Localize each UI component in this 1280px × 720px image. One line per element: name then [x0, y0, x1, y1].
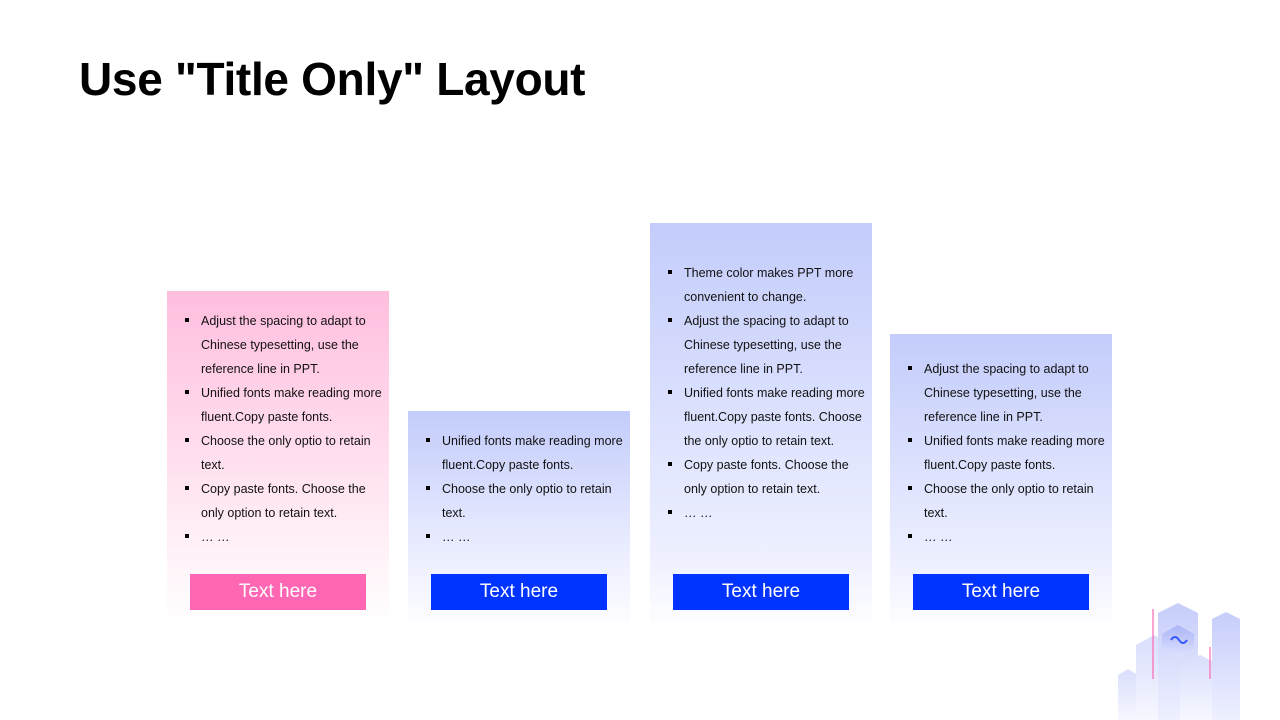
content-card-2: Unified fonts make reading more fluent.C…	[408, 411, 630, 630]
bullet-item: Theme color makes PPT more convenient to…	[650, 261, 872, 309]
text-here-button-2[interactable]: Text here	[431, 574, 607, 610]
text-here-button-4[interactable]: Text here	[913, 574, 1089, 610]
bullet-list: Unified fonts make reading more fluent.C…	[408, 411, 630, 549]
bullet-item: Unified fonts make reading more fluent.C…	[890, 429, 1112, 477]
bullet-list: Adjust the spacing to adapt to Chinese t…	[890, 334, 1112, 549]
bullet-item: … …	[167, 525, 389, 549]
content-card-1: Adjust the spacing to adapt to Chinese t…	[167, 291, 389, 630]
bullet-item: … …	[650, 501, 872, 525]
slide-title: Use "Title Only" Layout	[79, 53, 586, 105]
bullet-item: Adjust the spacing to adapt to Chinese t…	[167, 309, 389, 381]
bullet-item: Choose the only optio to retain text.	[890, 477, 1112, 525]
bullet-item: Unified fonts make reading more fluent.C…	[408, 429, 630, 477]
bullet-item: … …	[890, 525, 1112, 549]
content-card-3: Theme color makes PPT more convenient to…	[650, 223, 872, 630]
text-here-button-3[interactable]: Text here	[673, 574, 849, 610]
bullet-item: … …	[408, 525, 630, 549]
bullet-item: Copy paste fonts. Choose the only option…	[167, 477, 389, 525]
building-cityscape-icon	[1118, 603, 1240, 720]
bullet-list: Theme color makes PPT more convenient to…	[650, 223, 872, 525]
bullet-item: Adjust the spacing to adapt to Chinese t…	[890, 357, 1112, 429]
bullet-item: Copy paste fonts. Choose the only option…	[650, 453, 872, 501]
bullet-item: Choose the only optio to retain text.	[408, 477, 630, 525]
bullet-item: Unified fonts make reading more fluent.C…	[650, 381, 872, 453]
bullet-list: Adjust the spacing to adapt to Chinese t…	[167, 291, 389, 549]
text-here-button-1[interactable]: Text here	[190, 574, 366, 610]
bullet-item: Adjust the spacing to adapt to Chinese t…	[650, 309, 872, 381]
bullet-item: Unified fonts make reading more fluent.C…	[167, 381, 389, 429]
content-card-4: Adjust the spacing to adapt to Chinese t…	[890, 334, 1112, 630]
bullet-item: Choose the only optio to retain text.	[167, 429, 389, 477]
